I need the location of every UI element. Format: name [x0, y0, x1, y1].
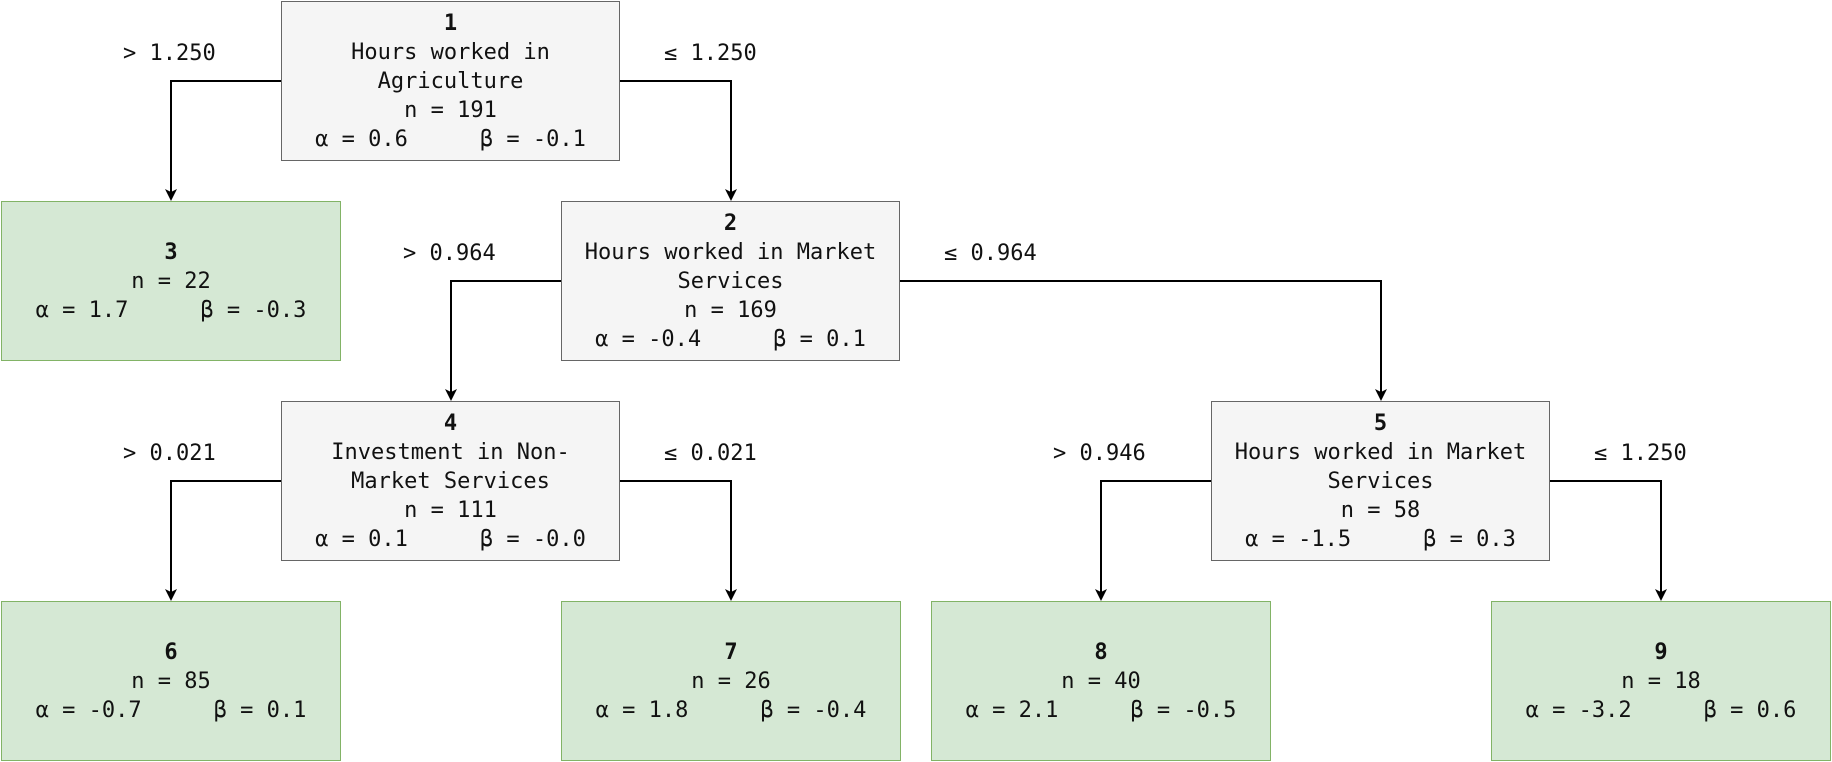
edge-label-5-8: > 0.946	[1053, 441, 1146, 466]
edge-1-2	[620, 80, 737, 201]
edge-label-5-9: ≤ 1.250	[1594, 441, 1687, 466]
alpha-value: α = -0.7	[35, 697, 142, 723]
coefficients: α = 0.6 β = -0.1	[315, 125, 586, 154]
beta-value: β = -0.0	[479, 526, 586, 552]
leaf-node-3: 3 n = 22 α = 1.7 β = -0.3	[1, 201, 341, 361]
edge-2-4	[445, 280, 561, 401]
edge-label-4-6: > 0.021	[123, 441, 216, 466]
node-id: 5	[1373, 410, 1388, 436]
alpha-value: α = 0.1	[315, 526, 408, 552]
edge-5-9	[1550, 480, 1667, 601]
alpha-value: α = 0.6	[315, 126, 408, 152]
split-node-4: 4 Investment in Non-Market Services n = …	[281, 401, 620, 561]
beta-value: β = 0.6	[1703, 697, 1797, 723]
beta-value: β = -0.3	[200, 297, 307, 323]
coefficients: α = -0.7 β = 0.1	[36, 696, 307, 725]
leaf-node-6: 6 n = 85 α = -0.7 β = 0.1	[1, 601, 341, 761]
node-id: 2	[723, 210, 738, 236]
leaf-node-7: 7 n = 26 α = 1.8 β = -0.4	[561, 601, 901, 761]
edge-4-6	[165, 480, 281, 601]
sample-count: n = 40	[1061, 668, 1141, 694]
node-id: 3	[164, 239, 178, 265]
beta-value: β = 0.1	[213, 697, 307, 723]
alpha-value: α = 2.1	[965, 697, 1059, 723]
sample-count: n = 111	[404, 497, 497, 523]
sample-count: n = 18	[1621, 668, 1701, 694]
edge-5-8	[1095, 480, 1211, 601]
sample-count: n = 22	[131, 268, 211, 294]
alpha-value: α = -0.4	[595, 326, 702, 352]
sample-count: n = 169	[684, 297, 777, 323]
sample-count: n = 26	[691, 668, 771, 694]
beta-value: β = -0.4	[760, 697, 867, 723]
beta-value: β = 0.1	[773, 326, 866, 352]
coefficients: α = 1.7 β = -0.3	[36, 296, 307, 325]
beta-value: β = -0.5	[1130, 697, 1237, 723]
split-node-2: 2 Hours worked in Market Services n = 16…	[561, 201, 900, 361]
edge-label-4-7: ≤ 0.021	[664, 441, 757, 466]
edge-label-2-4: > 0.964	[403, 241, 496, 266]
split-node-5: 5 Hours worked in Market Services n = 58…	[1211, 401, 1550, 561]
coefficients: α = -3.2 β = 0.6	[1526, 696, 1797, 725]
edge-label-1-2: ≤ 1.250	[664, 41, 757, 66]
split-feature: Hours worked in Market Services	[584, 239, 877, 294]
split-feature: Investment in Non-Market Services	[331, 439, 570, 494]
coefficients: α = 1.8 β = -0.4	[596, 696, 867, 725]
alpha-value: α = 1.8	[595, 697, 689, 723]
sample-count: n = 191	[404, 97, 497, 123]
node-id: 9	[1654, 639, 1668, 665]
edge-4-7	[620, 480, 737, 601]
node-id: 1	[443, 10, 458, 36]
beta-value: β = 0.3	[1423, 526, 1516, 552]
alpha-value: α = 1.7	[35, 297, 129, 323]
alpha-value: α = -1.5	[1245, 526, 1352, 552]
edge-1-3	[165, 80, 281, 201]
alpha-value: α = -3.2	[1525, 697, 1632, 723]
leaf-node-8: 8 n = 40 α = 2.1 β = -0.5	[931, 601, 1271, 761]
leaf-node-9: 9 n = 18 α = -3.2 β = 0.6	[1491, 601, 1831, 761]
edge-label-1-3: > 1.250	[123, 41, 216, 66]
coefficients: α = -1.5 β = 0.3	[1245, 525, 1516, 554]
coefficients: α = -0.4 β = 0.1	[595, 325, 866, 354]
edge-2-5	[900, 280, 1387, 401]
beta-value: β = -0.1	[479, 126, 586, 152]
split-feature: Hours worked in Agriculture	[351, 39, 550, 94]
sample-count: n = 85	[131, 668, 211, 694]
edge-label-2-5: ≤ 0.964	[944, 241, 1037, 266]
coefficients: α = 2.1 β = -0.5	[966, 696, 1237, 725]
coefficients: α = 0.1 β = -0.0	[315, 525, 586, 554]
node-id: 6	[164, 639, 178, 665]
split-feature: Hours worked in Market Services	[1234, 439, 1527, 494]
node-id: 7	[724, 639, 738, 665]
node-id: 4	[443, 410, 458, 436]
sample-count: n = 58	[1340, 497, 1421, 523]
split-node-1: 1 Hours worked in Agriculture n = 191 α …	[281, 1, 620, 161]
node-id: 8	[1094, 639, 1108, 665]
